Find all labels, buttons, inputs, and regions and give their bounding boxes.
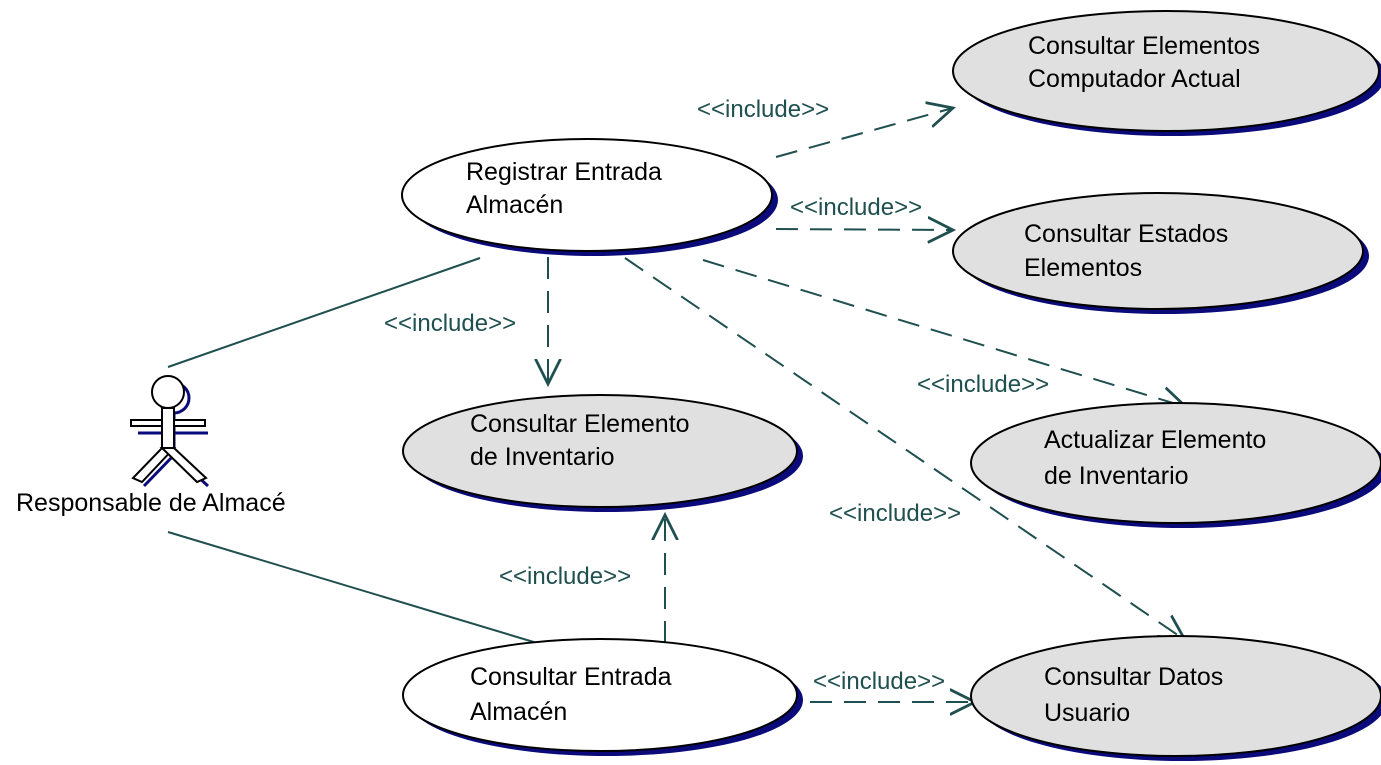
use-case-label-line1: Registrar Entrada bbox=[466, 158, 662, 186]
use-case-label-line1: Consultar Elemento bbox=[470, 410, 690, 438]
dep-registrar-to-actualizar bbox=[702, 259, 1186, 407]
use-case-label-line1: Consultar Entrada bbox=[470, 663, 672, 691]
include-label: <<include>> bbox=[499, 563, 631, 590]
association-registrar bbox=[167, 257, 481, 368]
actor-stick-figure bbox=[130, 375, 210, 488]
use-case-label-line2: Almacén bbox=[470, 698, 567, 726]
use-case-label-line2: Elementos bbox=[1024, 254, 1142, 282]
include-label: <<include>> bbox=[917, 371, 1049, 398]
dep-registrar-to-estados bbox=[775, 229, 953, 230]
use-case-consultar-elemento-inventario[interactable]: Consultar Elemento de Inventario bbox=[402, 394, 803, 512]
actor-label-mask bbox=[337, 480, 407, 520]
use-case-label-line2: Computador Actual bbox=[1028, 65, 1241, 93]
association-consultar-entrada bbox=[167, 531, 538, 644]
use-case-label-line1: Consultar Estados bbox=[1024, 220, 1228, 248]
include-label: <<include>> bbox=[697, 96, 829, 123]
use-case-label-line2: de Inventario bbox=[1044, 462, 1189, 490]
include-label: <<include>> bbox=[813, 668, 945, 695]
dep-registrar-to-computador bbox=[775, 108, 953, 158]
use-case-registrar-entrada-almacen[interactable]: Registrar Entrada Almacén bbox=[401, 138, 778, 256]
use-case-consultar-estados-elementos[interactable]: Consultar Estados Elementos bbox=[952, 192, 1369, 314]
use-case-label-line1: Consultar Elementos bbox=[1028, 32, 1260, 60]
include-label: <<include>> bbox=[829, 500, 961, 527]
use-case-label-line1: Consultar Datos bbox=[1044, 663, 1223, 691]
use-case-label-line2: Almacén bbox=[466, 191, 563, 219]
use-case-actualizar-elemento-inventario[interactable]: Actualizar Elemento de Inventario bbox=[970, 402, 1381, 528]
use-case-consultar-datos-usuario[interactable]: Consultar Datos Usuario bbox=[970, 635, 1381, 761]
include-label: <<include>> bbox=[384, 310, 516, 337]
include-dependencies bbox=[548, 108, 1186, 702]
use-case-label-line1: Actualizar Elemento bbox=[1044, 426, 1266, 454]
include-label: <<include>> bbox=[790, 194, 922, 221]
use-case-consultar-entrada-almacen[interactable]: Consultar Entrada Almacén bbox=[402, 638, 803, 756]
actor-name: Responsable de Almacé bbox=[16, 489, 286, 517]
dep-registrar-to-datos-usuario bbox=[624, 257, 1185, 640]
use-case-label-line2: Usuario bbox=[1044, 699, 1130, 727]
use-case-consultar-elementos-computador[interactable]: Consultar Elementos Computador Actual bbox=[952, 10, 1381, 136]
use-case-label-line2: de Inventario bbox=[470, 443, 615, 471]
